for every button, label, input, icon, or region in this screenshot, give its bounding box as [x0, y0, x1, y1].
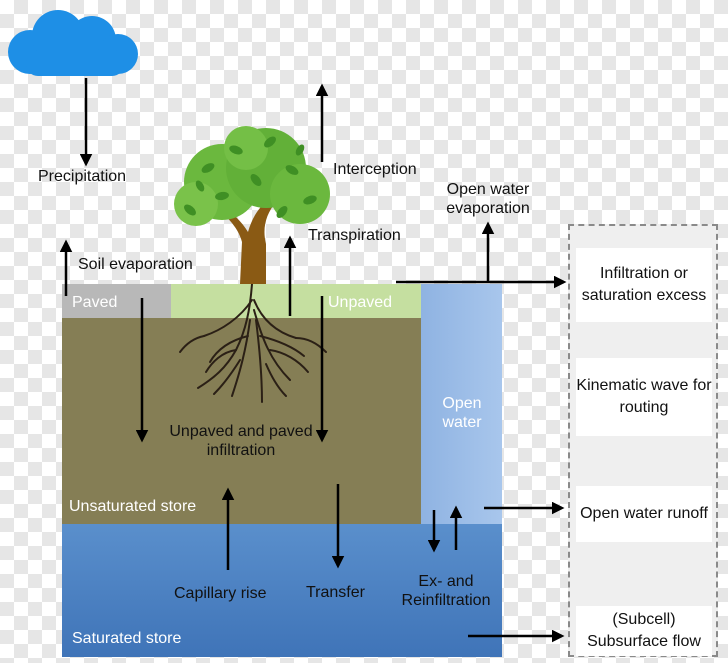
soil-evaporation-label: Soil evaporation — [78, 256, 193, 273]
unpaved-label: Unpaved — [328, 294, 393, 311]
infiltration-excess-box: Infiltration or saturation excess — [576, 248, 712, 322]
transfer-label: Transfer — [306, 584, 365, 601]
roots-icon — [179, 283, 327, 403]
subsurface-flow-box: (Subcell) Subsurface flow — [576, 606, 712, 656]
tree-canopy-icon — [174, 126, 330, 226]
open-water-evaporation-label: Open water evaporation — [446, 181, 530, 217]
unpaved-surface — [171, 284, 421, 318]
unsaturated-store-label: Unsaturated store — [69, 498, 197, 515]
capillary-rise-label: Capillary rise — [174, 585, 267, 602]
cloud-icon — [8, 10, 138, 76]
precipitation-label: Precipitation — [38, 168, 127, 185]
trunk-icon — [214, 198, 276, 284]
saturated-store-label: Saturated store — [72, 630, 182, 647]
open-water-runoff-box: Open water runoff — [576, 486, 712, 542]
infiltration-label: Unpaved and paved infiltration — [169, 423, 313, 459]
kinematic-wave-box: Kinematic wave for routing — [576, 358, 712, 436]
open-water-body — [421, 284, 502, 524]
open-water-label: Open water — [442, 395, 482, 431]
interception-label: Interception — [333, 161, 417, 178]
unsaturated-zone — [62, 318, 421, 524]
paved-surface — [62, 284, 171, 318]
ex-reinfiltration-label: Ex- and Reinfiltration — [401, 573, 491, 609]
transpiration-label: Transpiration — [308, 227, 401, 244]
paved-label: Paved — [72, 294, 118, 311]
